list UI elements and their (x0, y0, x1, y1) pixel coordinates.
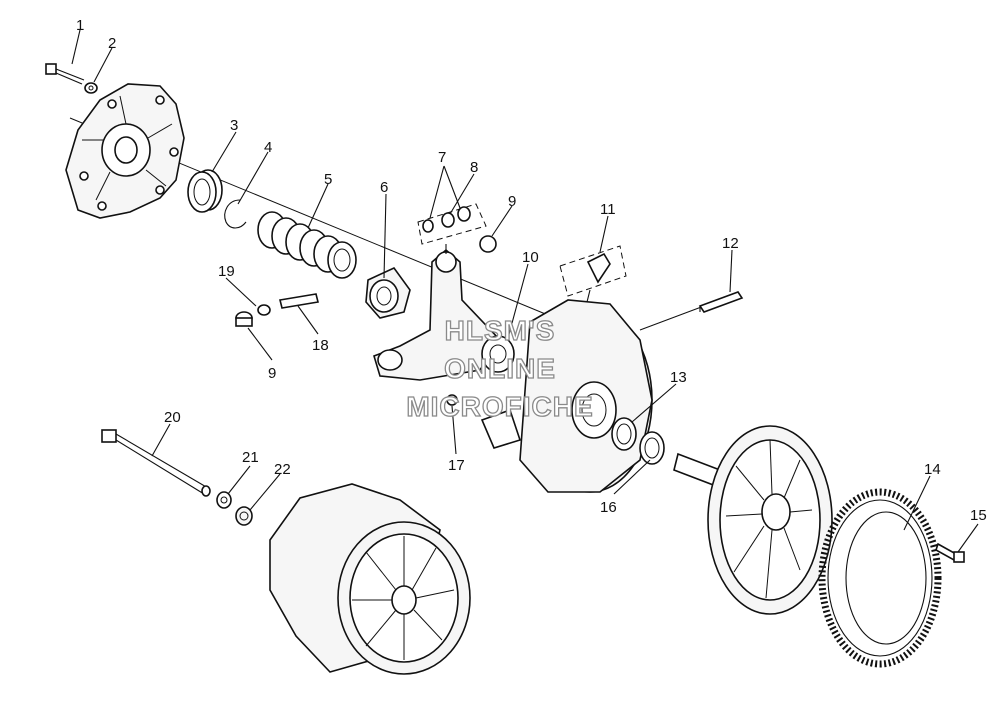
part-4-snap-ring (224, 199, 247, 229)
part-17-button (446, 394, 458, 406)
fixed-sheave (673, 425, 833, 615)
part-11-inset (559, 245, 627, 307)
leader-lines (71, 29, 979, 553)
part-6-spider-bushing (365, 266, 411, 319)
watermark-line-2: ONLINE (444, 353, 556, 384)
callout-8: 8 (470, 159, 478, 176)
callout-13: 13 (670, 369, 687, 386)
part-14-ring-gear (818, 488, 942, 668)
part-20-bolt (101, 429, 211, 497)
callout-4: 4 (264, 139, 272, 156)
part-9-roller-left (235, 311, 253, 327)
part-22-nut (235, 506, 253, 526)
watermark-line-1: HLSM'S (445, 315, 556, 346)
callout-1: 1 (76, 17, 84, 34)
callout-labels: 1 2 3 4 5 6 7 8 9 9 10 11 12 13 14 15 16… (76, 17, 987, 524)
part-15-bolt (935, 542, 965, 563)
cover-plate (65, 83, 185, 219)
callout-3: 3 (230, 117, 238, 134)
part-3-bushing (187, 169, 223, 213)
part-16-ring (639, 431, 665, 465)
callout-18: 18 (312, 337, 329, 354)
callout-10: 10 (522, 249, 539, 266)
callout-9-upper: 9 (508, 193, 516, 210)
callout-20: 20 (164, 409, 181, 426)
callout-2: 2 (108, 35, 116, 52)
watermark-line-3: MICROFICHE (406, 391, 593, 422)
part-19-washer (257, 304, 271, 316)
callout-22: 22 (274, 461, 291, 478)
part-1-bolt (45, 63, 85, 85)
part-5-spring (257, 211, 357, 279)
callout-19: 19 (218, 263, 235, 280)
parts-7-8-inset (417, 203, 487, 254)
callout-14: 14 (924, 461, 941, 478)
callout-17: 17 (448, 457, 465, 474)
callout-5: 5 (324, 171, 332, 188)
callout-11: 11 (600, 201, 616, 218)
callout-7: 7 (438, 149, 446, 166)
callout-21: 21 (242, 449, 259, 466)
part-2-washer (84, 82, 98, 94)
callout-9-lower: 9 (268, 365, 276, 382)
callout-15: 15 (970, 507, 987, 524)
callout-12: 12 (722, 235, 739, 252)
part-18-pin (279, 293, 319, 309)
callout-6: 6 (380, 179, 388, 196)
clutch-assembly (269, 483, 471, 675)
watermark: HLSM'S ONLINE MICROFICHE (406, 314, 594, 422)
callout-16: 16 (600, 499, 617, 516)
part-12-pin (698, 291, 744, 313)
part-9-roller-upper (479, 235, 497, 253)
part-13-ring (611, 417, 637, 451)
part-21-washer (216, 491, 232, 509)
part-10-roller-arm (373, 248, 515, 381)
